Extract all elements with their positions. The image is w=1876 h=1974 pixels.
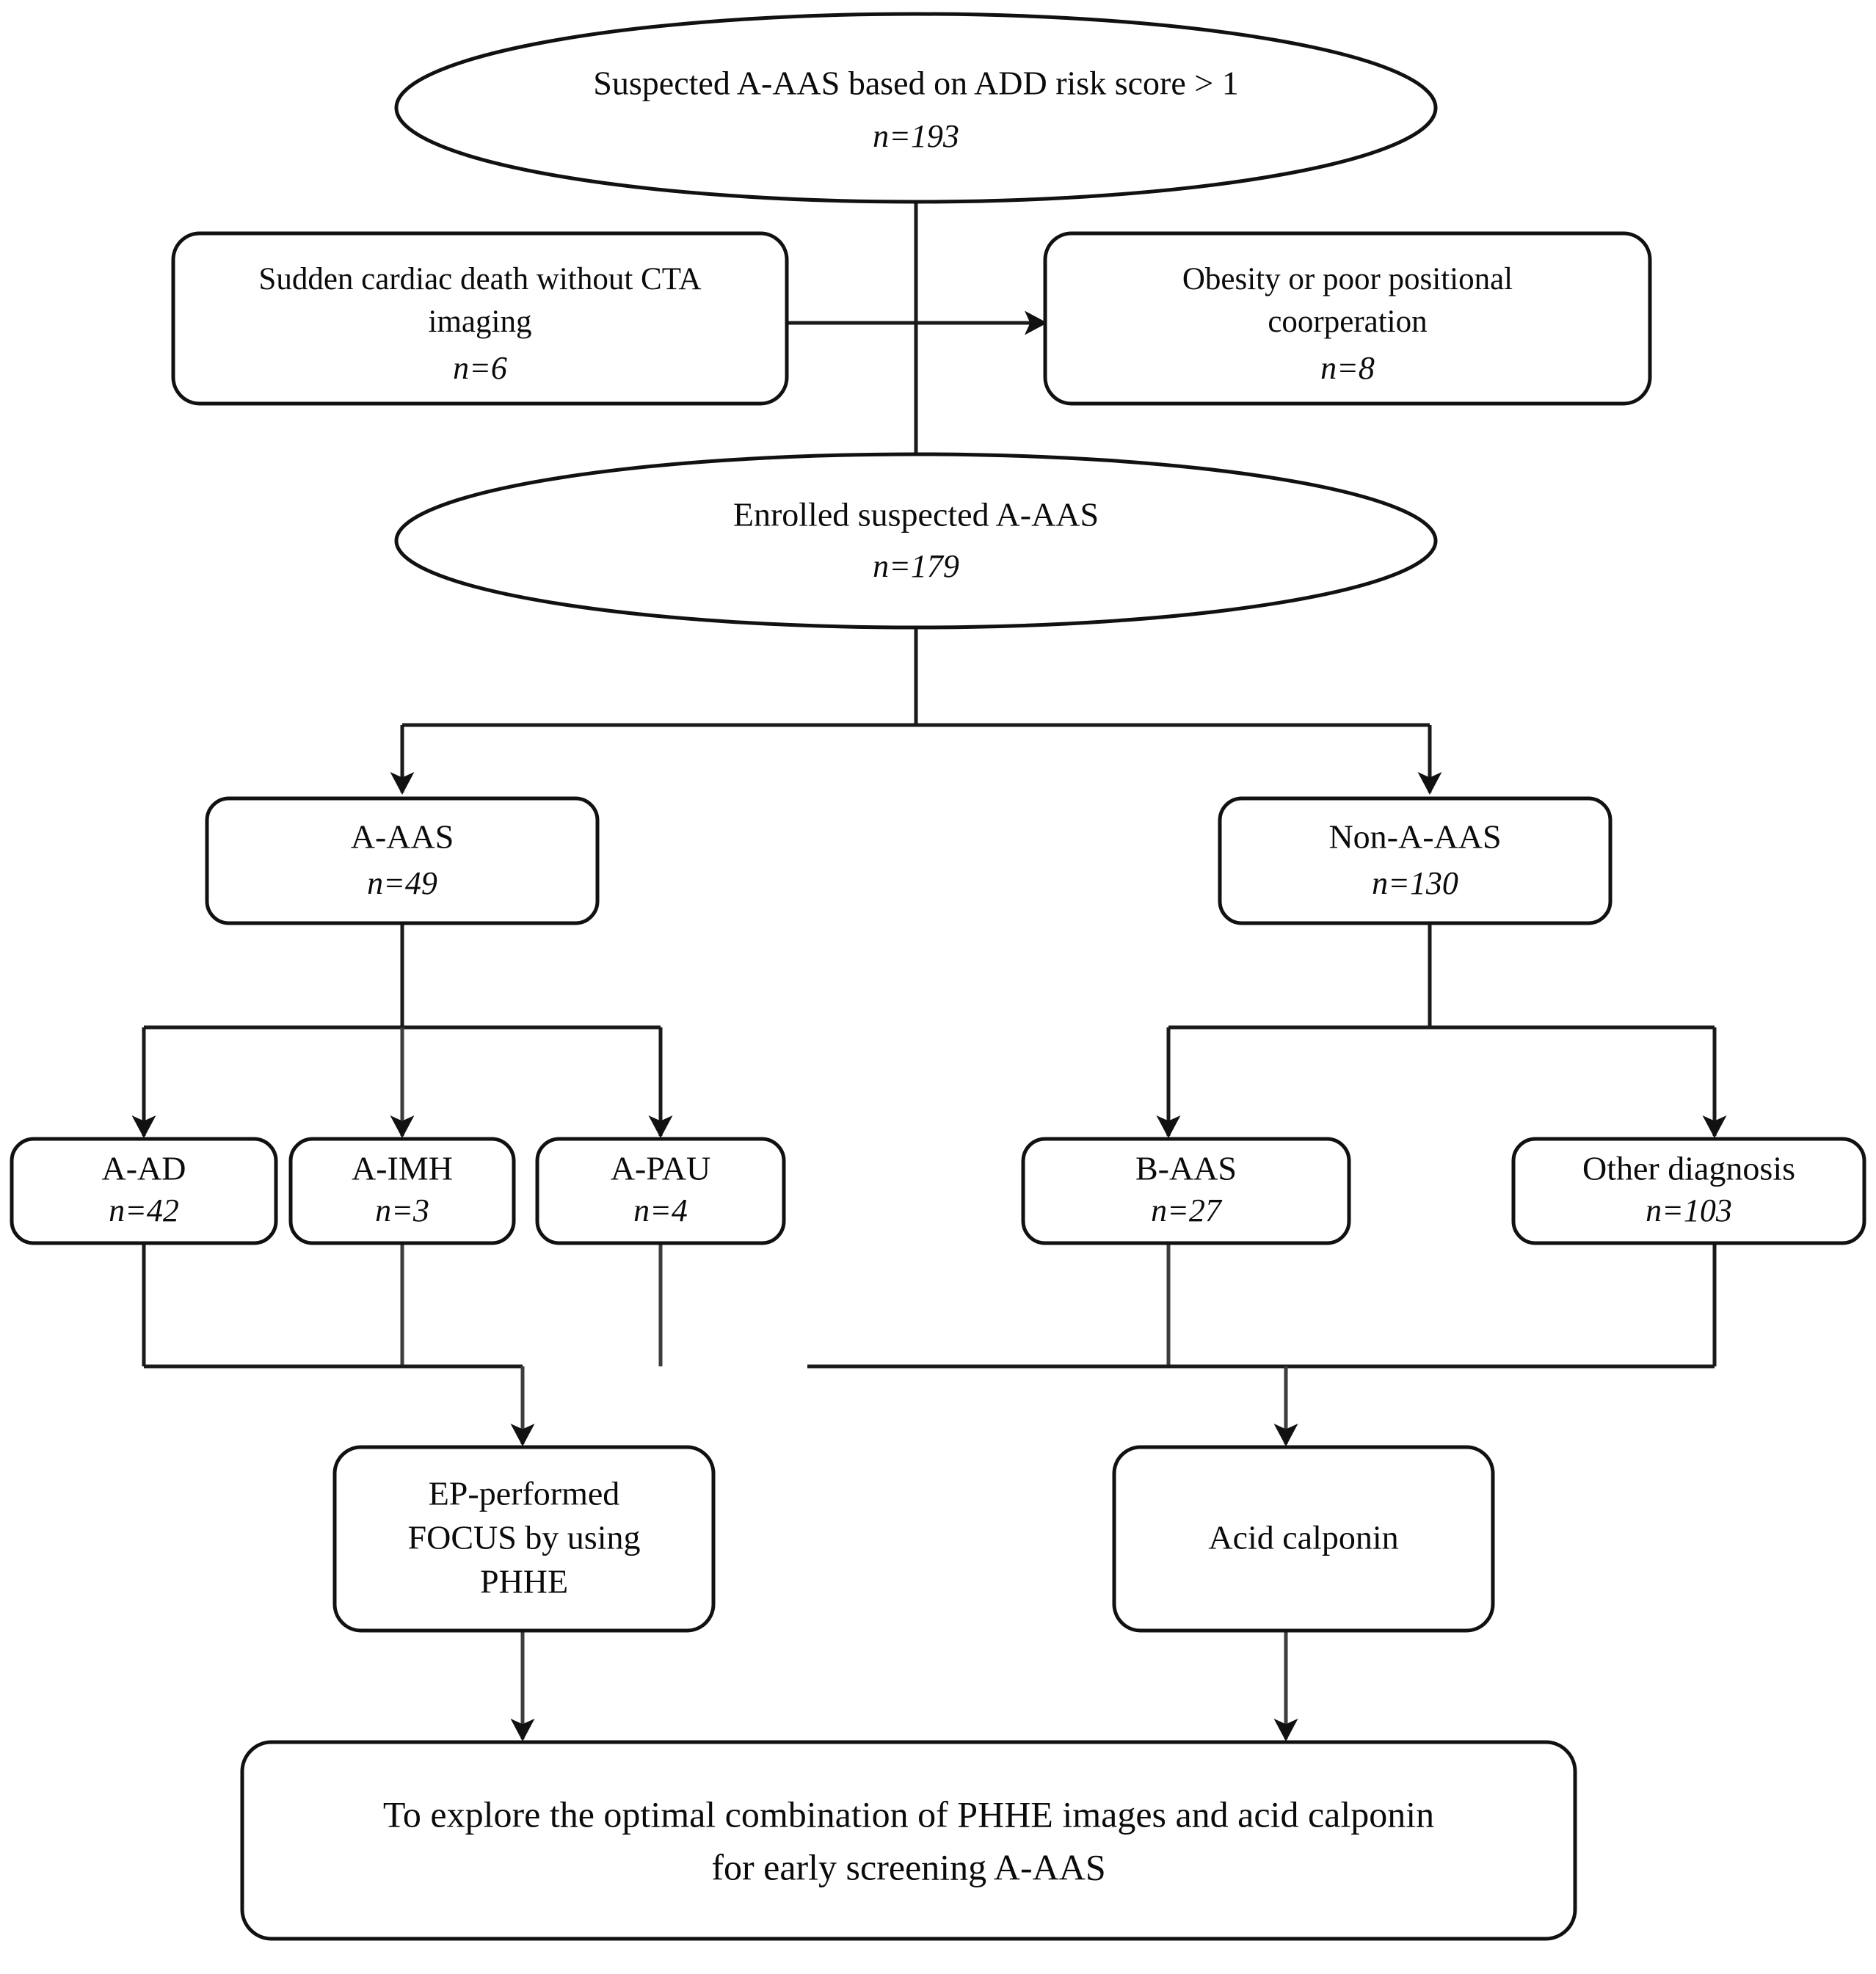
a-aas-count: n=49 [367, 865, 437, 901]
conclusion-line2: for early screening A-AAS [711, 1846, 1105, 1887]
node-suspected-a-aas[interactable]: Suspected A-AAS based on ADD risk score … [394, 12, 1438, 204]
node-a-imh[interactable]: A-IMH n=3 [288, 1137, 516, 1245]
a-aas-shape [205, 796, 600, 925]
node-enrolled-suspected-a-aas[interactable]: Enrolled suspected A-AAS n=179 [394, 452, 1438, 630]
excluded-left-line1: Sudden cardiac death without CTA [258, 262, 701, 296]
conclusion-line1: To explore the optimal combination of PH… [383, 1793, 1434, 1835]
focus-shape [332, 1445, 716, 1633]
excluded-left-count: n=6 [453, 350, 507, 386]
non-a-aas-shape [1218, 796, 1613, 925]
focus-line3: PHHE [480, 1563, 568, 1600]
enrolled-ellipse-shape [394, 452, 1438, 630]
node-b-aas[interactable]: B-AAS n=27 [1021, 1137, 1351, 1245]
a-ad-shape [10, 1137, 278, 1245]
excluded-right-line1: Obesity or poor positional [1182, 262, 1513, 296]
b-aas-shape [1021, 1137, 1351, 1245]
node-other-diagnosis[interactable]: Other diagnosis n=103 [1511, 1137, 1866, 1245]
enrolled-label: Enrolled suspected A-AAS [733, 496, 1099, 533]
a-imh-shape [288, 1137, 516, 1245]
node-acid-calponin[interactable]: Acid calponin [1112, 1445, 1495, 1633]
a-pau-shape [535, 1137, 786, 1245]
non-a-aas-count: n=130 [1372, 865, 1458, 901]
a-ad-label: A-AD [102, 1150, 186, 1187]
a-pau-count: n=4 [633, 1192, 688, 1228]
conclusion-shape [240, 1740, 1577, 1941]
a-imh-label: A-IMH [352, 1150, 453, 1187]
node-non-a-aas[interactable]: Non-A-AAS n=130 [1218, 796, 1613, 925]
excluded-right-line2: coorperation [1268, 305, 1427, 339]
enrolled-count: n=179 [873, 548, 959, 584]
excluded-right-shape [1043, 231, 1652, 406]
calponin-line1: Acid calponin [1208, 1519, 1398, 1556]
suspected-count: n=193 [873, 118, 959, 154]
other-diagnosis-shape [1511, 1137, 1866, 1245]
node-excluded-obesity-poor-position[interactable]: Obesity or poor positional coorperation … [1043, 231, 1652, 406]
other-diagnosis-count: n=103 [1646, 1192, 1732, 1228]
excluded-left-line2: imaging [429, 305, 532, 339]
suspected-label: Suspected A-AAS based on ADD risk score … [593, 65, 1238, 102]
a-pau-label: A-PAU [611, 1150, 710, 1187]
focus-line1: EP-performed [429, 1475, 620, 1512]
calponin-shape [1112, 1445, 1495, 1633]
node-a-ad[interactable]: A-AD n=42 [10, 1137, 278, 1245]
b-aas-count: n=27 [1151, 1192, 1223, 1228]
node-excluded-sudden-cardiac-death[interactable]: Sudden cardiac death without CTA imaging… [171, 231, 789, 406]
b-aas-label: B-AAS [1135, 1150, 1237, 1187]
a-ad-count: n=42 [109, 1192, 179, 1228]
focus-line2: FOCUS by using [408, 1519, 641, 1556]
node-conclusion[interactable]: To explore the optimal combination of PH… [240, 1740, 1577, 1941]
node-a-pau[interactable]: A-PAU n=4 [535, 1137, 786, 1245]
node-ep-performed-focus[interactable]: EP-performed FOCUS by using PHHE [332, 1445, 716, 1633]
other-diagnosis-label: Other diagnosis [1582, 1150, 1795, 1187]
a-aas-label: A-AAS [351, 818, 454, 856]
suspected-ellipse-shape [394, 12, 1438, 204]
node-a-aas[interactable]: A-AAS n=49 [205, 796, 600, 925]
excluded-left-shape [171, 231, 789, 406]
non-a-aas-label: Non-A-AAS [1328, 818, 1501, 856]
excluded-right-count: n=8 [1320, 350, 1375, 386]
a-imh-count: n=3 [375, 1192, 429, 1228]
